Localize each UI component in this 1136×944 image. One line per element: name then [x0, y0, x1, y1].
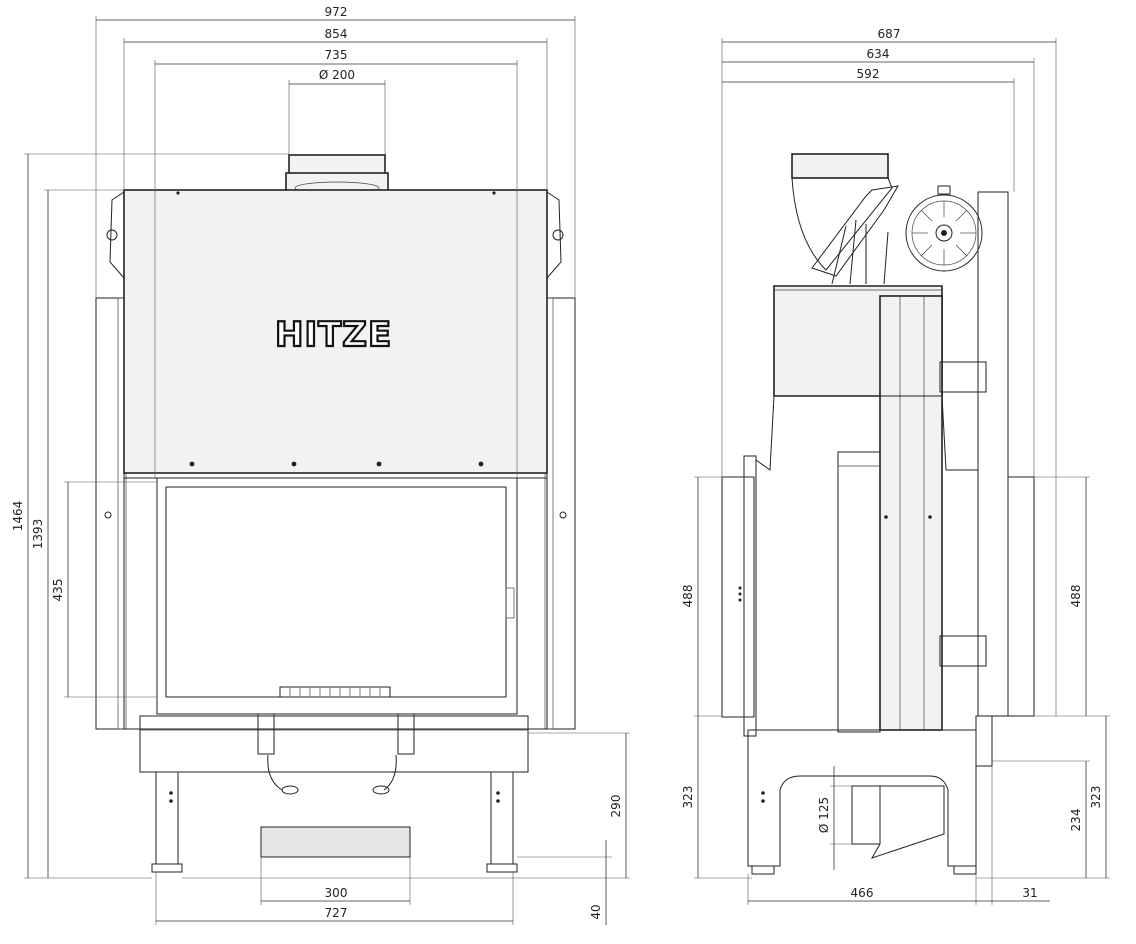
dim-base-height-right: 323: [1089, 786, 1103, 809]
dim-base-width: 727: [325, 906, 348, 920]
dim-air-inlet-diameter: Ø 125: [817, 797, 831, 833]
air-grille: [279, 686, 391, 698]
left-hinge: [257, 713, 275, 755]
dim-body-height: 1393: [31, 519, 45, 550]
dim-rear-offset: 31: [1022, 886, 1037, 900]
dim-overall-depth: 687: [878, 27, 901, 41]
side-fan: [905, 185, 983, 272]
dim-base-height: 290: [609, 795, 623, 818]
front-bolts: [176, 191, 496, 467]
dim-base-depth: 466: [851, 886, 874, 900]
side-front-panel: [721, 476, 755, 718]
side-view: 687 634 592 488 323 488: [681, 27, 1110, 905]
dim-flue-diameter: Ø 200: [319, 68, 355, 82]
front-dimensions: 972 854 735 Ø 200 1464 1393: [11, 5, 630, 925]
right-hinge: [397, 713, 415, 755]
right-fan-housing: [546, 191, 562, 280]
svg-text:HITZE: HITZE: [275, 315, 392, 355]
door-glass: [165, 486, 507, 698]
ash-drawer: [260, 826, 411, 858]
dim-overall-width: 972: [325, 5, 348, 19]
dim-drawer-width: 300: [325, 886, 348, 900]
side-dimensions: 687 634 592 488 323 488: [681, 27, 1110, 905]
left-leg: [155, 771, 179, 865]
side-base: [747, 729, 977, 867]
dim-leg-adjust: 40: [589, 904, 603, 919]
dim-depth-634: 634: [867, 47, 890, 61]
dim-overall-height: 1464: [11, 501, 25, 532]
dim-frame-height-left: 488: [681, 585, 695, 608]
right-leg: [490, 771, 514, 865]
dim-body-width: 735: [325, 48, 348, 62]
dim-glass-height: 435: [51, 579, 65, 602]
dim-base-height-left: 323: [681, 786, 695, 809]
hitze-logo: HITZE: [274, 314, 392, 356]
dim-frame-width: 854: [325, 27, 348, 41]
side-air-inlet: [851, 785, 881, 845]
side-flue-collar: [791, 153, 889, 179]
front-view: HITZE: [11, 5, 630, 925]
front-base: [139, 715, 529, 773]
front-upper-body: [123, 189, 548, 474]
door: [156, 477, 518, 715]
dim-depth-592: 592: [857, 67, 880, 81]
side-door-column: [879, 295, 943, 731]
dim-air-inlet-height: 234: [1069, 809, 1083, 832]
dim-frame-height-right: 488: [1069, 585, 1083, 608]
side-rear-frame: [977, 191, 1009, 717]
